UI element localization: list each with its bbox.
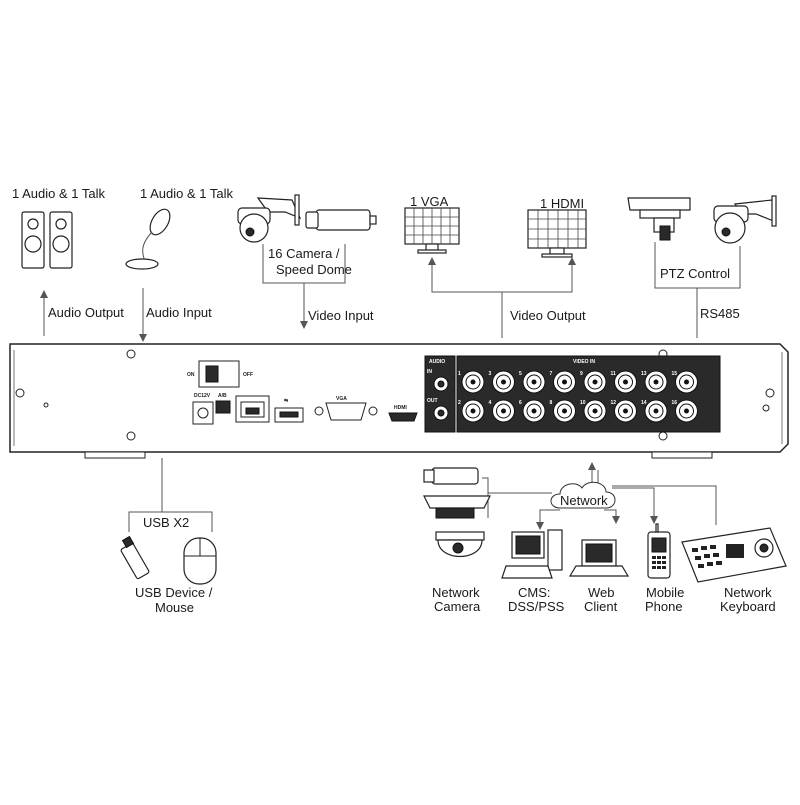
speed-dome-icon	[237, 194, 302, 243]
bnc-channel-label: 8	[550, 400, 553, 406]
bnc-channel-label: 5	[519, 371, 522, 377]
bnc-channel-label: 2	[458, 400, 461, 406]
ptz-camera-icon	[627, 197, 691, 241]
bnc-channel-label: 10	[580, 400, 586, 406]
bnc-channel-label: 12	[611, 400, 617, 406]
svg-text:⇆: ⇆	[284, 397, 289, 404]
video-input-label: Video Input	[308, 308, 374, 323]
network-keyboard-icon	[681, 527, 787, 583]
laptop-icon	[568, 539, 630, 577]
ptz-dome-icon	[713, 195, 777, 244]
bnc-connector-pin	[653, 379, 659, 385]
lan-port	[235, 395, 270, 423]
vga-port: VGA	[314, 396, 378, 421]
hdmi-monitor-icon	[527, 209, 587, 258]
usb-x2-label: USB X2	[143, 515, 189, 530]
bnc-connector-pin	[562, 379, 567, 385]
bnc-connector-pin	[684, 379, 689, 385]
usb-device-label-line1: USB Device /	[135, 585, 213, 600]
audio-block-label: AUDIO	[429, 359, 445, 365]
bnc-connector-pin	[470, 379, 476, 385]
audio-input-label: Audio Input	[146, 305, 212, 320]
bnc-connector-pin	[592, 408, 598, 414]
bnc-connector-pin	[470, 408, 476, 414]
bnc-connector-pin	[501, 408, 506, 414]
bnc-connector-pin	[531, 408, 537, 414]
switch-off-label: OFF	[243, 372, 253, 378]
bnc-channel-label: 4	[489, 400, 492, 406]
bnc-connector-pin	[623, 379, 628, 385]
network-camera-label-line1: Network	[432, 585, 480, 600]
audio-in-label: IN	[427, 369, 432, 375]
bnc-channel-label: 14	[641, 400, 647, 406]
usb-port: ⇆	[274, 397, 304, 423]
camera-label-line1: 16 Camera /	[268, 246, 340, 261]
cms-label-line2: DSS/PSS	[508, 599, 565, 614]
bnc-connector-pin	[653, 408, 659, 414]
alarm-terminal-label: A/B	[218, 393, 227, 399]
vga-label: 1 VGA	[410, 194, 449, 209]
keyboard-label-line1: Network	[724, 585, 772, 600]
hdmi-port-label: HDMI	[394, 405, 407, 411]
network-label: Network	[560, 493, 608, 508]
keyboard-label-line2: Keyboard	[720, 599, 776, 614]
bnc-connector-pin	[623, 408, 628, 414]
network-camera-label-line2: Camera	[434, 599, 481, 614]
rs485-label: RS485	[700, 306, 740, 321]
power-port: DC12V	[192, 393, 214, 425]
video-output-label: Video Output	[510, 308, 586, 323]
vga-port-label: VGA	[336, 396, 347, 402]
usb-device-label-line2: Mouse	[155, 600, 194, 615]
mouse-icon	[183, 537, 217, 585]
audio-out-label: OUT	[427, 398, 438, 404]
bnc-channel-label: 11	[611, 371, 617, 377]
power-switch: ON OFF	[187, 360, 253, 388]
bnc-connector-pin	[531, 379, 537, 385]
camera-label-line2: Speed Dome	[276, 262, 352, 277]
web-client-label-line2: Client	[584, 599, 618, 614]
speaker-icon	[21, 211, 73, 269]
ptz-label: PTZ Control	[660, 266, 730, 281]
bnc-channel-label: 16	[672, 400, 678, 406]
microphone-icon	[125, 208, 171, 270]
bnc-channel-label: 6	[519, 400, 522, 406]
switch-on-label: ON	[187, 372, 195, 378]
audio-ports: AUDIO IN OUT	[424, 355, 456, 433]
mobile-phone-label-line2: Phone	[645, 599, 683, 614]
usb-drive-icon	[120, 535, 150, 580]
video-in-block-label: VIDEO IN	[573, 359, 595, 365]
network-cloud-icon	[550, 481, 616, 509]
bnc-channel-label: 3	[489, 371, 492, 377]
hdmi-port: HDMI	[388, 405, 418, 422]
bnc-channel-label: 15	[672, 371, 678, 377]
mobile-phone-icon	[647, 523, 671, 579]
alarm-terminal: A/B	[215, 393, 231, 414]
bnc-channel-label: 13	[641, 371, 647, 377]
bnc-connector-pin	[562, 408, 567, 414]
desktop-pc-icon	[501, 529, 563, 579]
bnc-connector-pin	[501, 379, 506, 385]
power-port-label: DC12V	[194, 393, 211, 399]
network-camera-icon	[423, 467, 491, 558]
bnc-channel-label: 7	[550, 371, 553, 377]
vga-monitor-icon	[404, 207, 460, 254]
bnc-connector-pin	[684, 408, 689, 414]
mobile-phone-label-line1: Mobile	[646, 585, 684, 600]
audio-talk-right-label: 1 Audio & 1 Talk	[140, 186, 233, 201]
box-camera-icon	[305, 209, 377, 231]
bnc-channel-label: 1	[458, 371, 461, 377]
bnc-channel-label: 9	[580, 371, 583, 377]
hdmi-label: 1 HDMI	[540, 196, 584, 211]
audio-output-label: Audio Output	[48, 305, 124, 320]
bnc-connector-pin	[592, 379, 598, 385]
web-client-label-line1: Web	[588, 585, 615, 600]
cms-label-line1: CMS:	[518, 585, 551, 600]
audio-talk-left-label: 1 Audio & 1 Talk	[12, 186, 105, 201]
